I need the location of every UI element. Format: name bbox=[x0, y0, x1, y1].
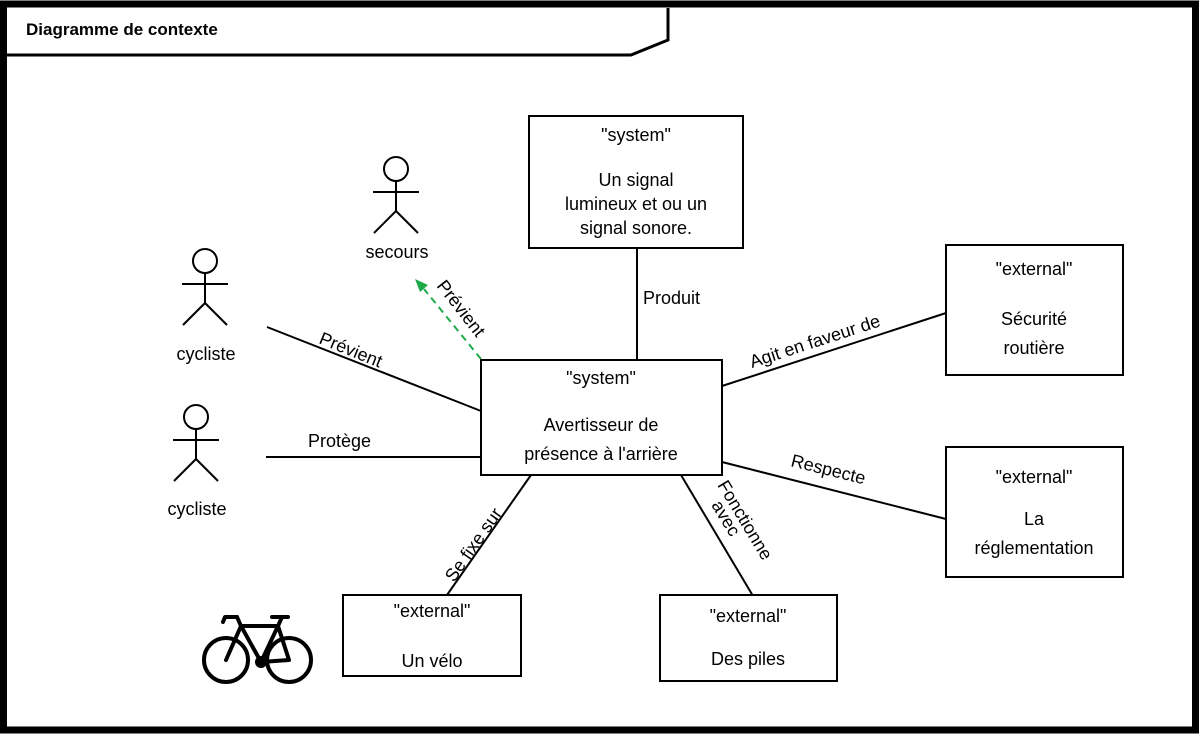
actor-cycliste-1-label: cycliste bbox=[176, 344, 235, 364]
association-line-agit bbox=[721, 312, 947, 387]
block-reglementation-name-line2: réglementation bbox=[974, 538, 1093, 558]
block-piles[interactable]: "external" Des piles bbox=[659, 594, 838, 682]
block-reglementation-box bbox=[945, 446, 1124, 578]
block-velo-name-line1: Un vélo bbox=[401, 651, 462, 671]
actor-cycliste-2[interactable] bbox=[173, 404, 219, 482]
association-label-protege: Protège bbox=[308, 431, 371, 451]
block-signal-name-line2: lumineux et ou un bbox=[565, 194, 707, 214]
block-velo[interactable]: "external" Un vélo bbox=[342, 594, 522, 677]
association-line-se-fixe bbox=[446, 474, 532, 596]
block-securite-name-line1: Sécurité bbox=[1001, 309, 1067, 329]
block-piles-name-line1: Des piles bbox=[711, 649, 785, 669]
block-piles-box bbox=[659, 594, 838, 682]
block-reglementation-name-line1: La bbox=[1024, 509, 1045, 529]
actor-secours-label: secours bbox=[365, 242, 428, 262]
block-securite-stereotype: "external" bbox=[996, 259, 1073, 279]
central-block-name-line1: Avertisseur de bbox=[544, 415, 659, 435]
block-velo-stereotype: "external" bbox=[394, 601, 471, 621]
block-securite-name-line2: routière bbox=[1003, 338, 1064, 358]
central-block-box bbox=[480, 359, 723, 476]
actor-secours[interactable] bbox=[373, 156, 419, 234]
dependency-line-secours bbox=[423, 288, 482, 360]
association-line-fonctionne bbox=[680, 474, 754, 597]
central-block-stereotype: "system" bbox=[566, 368, 636, 388]
block-velo-box bbox=[342, 594, 522, 677]
block-reglementation-stereotype: "external" bbox=[996, 467, 1073, 487]
block-signal[interactable]: "system" Un signal lumineux et ou un sig… bbox=[528, 115, 744, 249]
actor-cycliste-1[interactable] bbox=[182, 248, 228, 326]
actor-cycliste-2-label: cycliste bbox=[167, 499, 226, 519]
association-line-cycliste-previent bbox=[266, 326, 482, 412]
block-signal-name-line1: Un signal bbox=[598, 170, 673, 190]
association-label-produit: Produit bbox=[643, 288, 700, 308]
dependency-arrowhead bbox=[415, 279, 428, 292]
association-line-respecte bbox=[721, 461, 947, 520]
block-signal-name-line3: signal sonore. bbox=[580, 218, 692, 238]
central-block-name-line2: présence à l'arrière bbox=[524, 444, 678, 464]
central-block[interactable]: "system" Avertisseur de présence à l'arr… bbox=[480, 359, 723, 476]
block-securite-box bbox=[945, 244, 1124, 376]
block-signal-stereotype: "system" bbox=[601, 125, 671, 145]
diagram-title: Diagramme de contexte bbox=[26, 20, 218, 39]
title-tab-border bbox=[7, 8, 670, 57]
block-signal-box bbox=[528, 115, 744, 249]
block-piles-stereotype: "external" bbox=[710, 606, 787, 626]
block-securite[interactable]: "external" Sécurité routière bbox=[945, 244, 1124, 376]
bicycle-icon bbox=[202, 615, 313, 684]
block-reglementation[interactable]: "external" La réglementation bbox=[945, 446, 1124, 578]
